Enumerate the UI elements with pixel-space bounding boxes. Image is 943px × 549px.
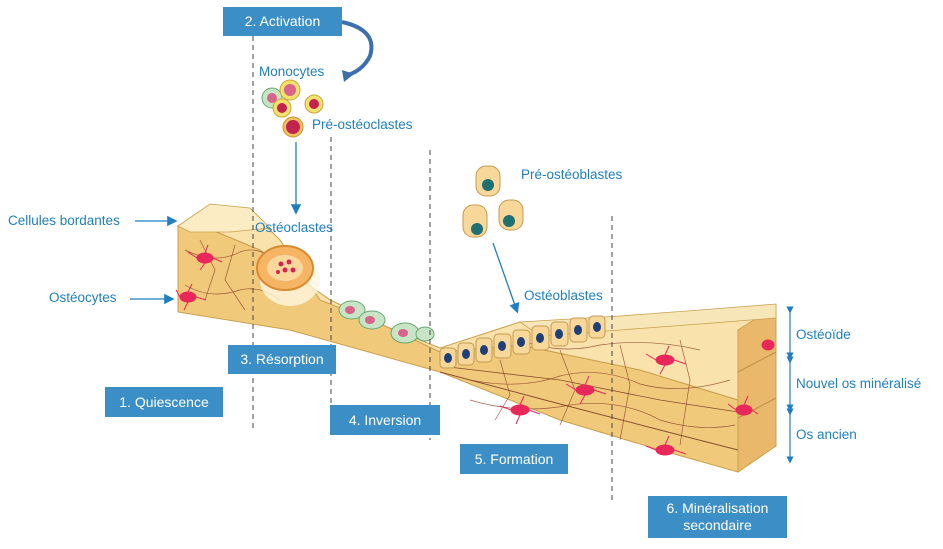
bone-right-face: [737, 305, 777, 473]
step-formation-box: 5. Formation: [460, 444, 568, 474]
osteoid-layer-label: Ostéoïde: [796, 327, 851, 342]
step-quiescence-label: 1. Quiescence: [119, 393, 209, 410]
step-inversion-label: 4. Inversion: [348, 411, 422, 428]
step-quiescence-box: 1. Quiescence: [105, 387, 223, 417]
reversal-cells: [338, 300, 435, 344]
pre-osteoblasts-label: Pré-ostéoblastes: [521, 167, 623, 182]
step-mineralisation-label-line1: 6. Minéralisation: [666, 500, 769, 516]
step-resorption-label: 3. Résorption: [240, 351, 324, 367]
osteoclasts-label: Ostéoclastes: [255, 220, 334, 235]
step-dividers: [252, 36, 613, 502]
monocyte-cells: [261, 79, 324, 138]
old-bone-layer-label: Os ancien: [796, 427, 857, 442]
osteocytes-in-bone: [175, 244, 775, 456]
osteoblast-row: [439, 315, 606, 369]
monocytes-label: Monocytes: [259, 64, 325, 79]
step-resorption-box: 3. Résorption: [228, 345, 336, 374]
step-inversion-box: 4. Inversion: [330, 405, 440, 435]
step-formation-label: 5. Formation: [474, 450, 554, 467]
lining-cells-label: Cellules bordantes: [8, 213, 120, 228]
step-mineralisation-box: 6. Minéralisation secondaire: [648, 496, 787, 538]
osteoblasts-label: Ostéoblastes: [524, 288, 603, 303]
step-activation-label: 2. Activation: [244, 13, 321, 29]
bone-block: [176, 203, 777, 473]
new-bone-layer-label: Nouvel os minéralisé: [796, 376, 922, 391]
activation-arrow: [341, 20, 374, 78]
osteoclast-cell: [256, 245, 314, 291]
pre-osteoclasts-label: Pré-ostéoclastes: [312, 117, 413, 132]
step-mineralisation-label-line2: secondaire: [683, 517, 752, 533]
pre-osteoblast-cells: [462, 165, 524, 238]
osteocytes-label: Ostéocytes: [49, 290, 117, 305]
step-activation-box: 2. Activation: [223, 7, 342, 36]
pointer-arrows: [130, 142, 520, 314]
